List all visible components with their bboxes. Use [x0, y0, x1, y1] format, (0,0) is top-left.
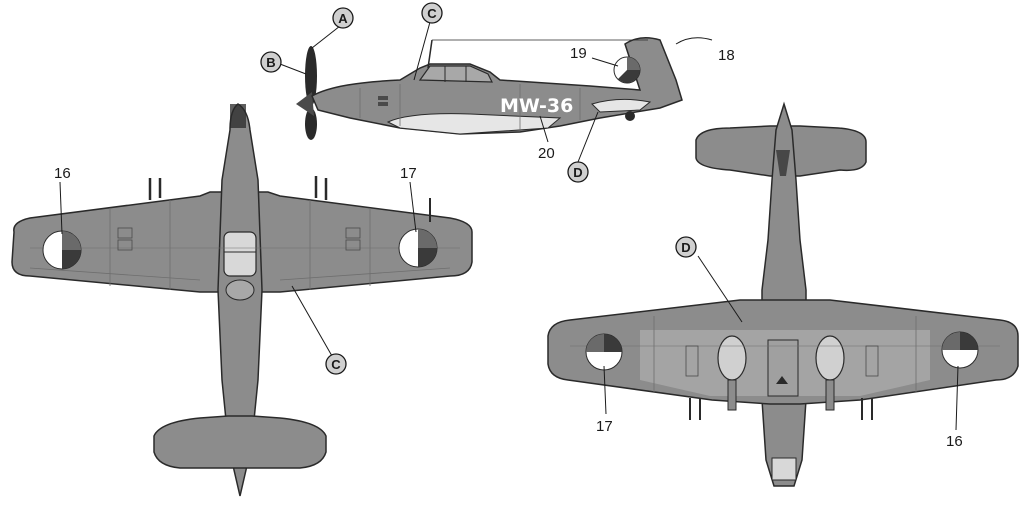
aircraft-code: MW-36 [500, 95, 573, 117]
callout-A: A [332, 7, 354, 29]
label-17-bottom: 17 [596, 418, 613, 435]
propeller [296, 46, 317, 140]
callout-D-bottom: D [675, 236, 697, 258]
label-20: 20 [538, 145, 555, 162]
label-17-top: 17 [400, 165, 417, 182]
svg-text:D: D [573, 165, 582, 180]
svg-text:D: D [681, 240, 690, 255]
label-16-top: 16 [54, 165, 71, 182]
fin-roundel [613, 56, 641, 84]
top-tailplane [153, 415, 327, 469]
callout-B: B [260, 51, 282, 73]
svg-text:A: A [338, 11, 348, 26]
label-18: 18 [718, 47, 735, 64]
top-right-roundel [398, 228, 438, 268]
bottom-right-roundel [941, 331, 979, 369]
side-canopy [418, 65, 493, 83]
top-left-roundel [42, 230, 82, 270]
callout-C-top: C [325, 353, 347, 375]
side-view: MW-36 [296, 37, 683, 140]
svg-text:B: B [266, 55, 275, 70]
top-view [11, 103, 473, 497]
callout-D-side: D [567, 161, 589, 183]
svg-text:C: C [427, 6, 437, 21]
callout-C-side: C [421, 2, 443, 24]
leader-lines [59, 21, 959, 431]
side-underside [386, 113, 562, 135]
side-fuselage [311, 37, 683, 135]
svg-text:C: C [331, 357, 341, 372]
bottom-view [547, 101, 1019, 487]
label-16-bottom: 16 [946, 433, 963, 450]
label-19: 19 [570, 45, 587, 62]
top-canopy [223, 231, 257, 277]
bottom-left-roundel [585, 333, 623, 371]
